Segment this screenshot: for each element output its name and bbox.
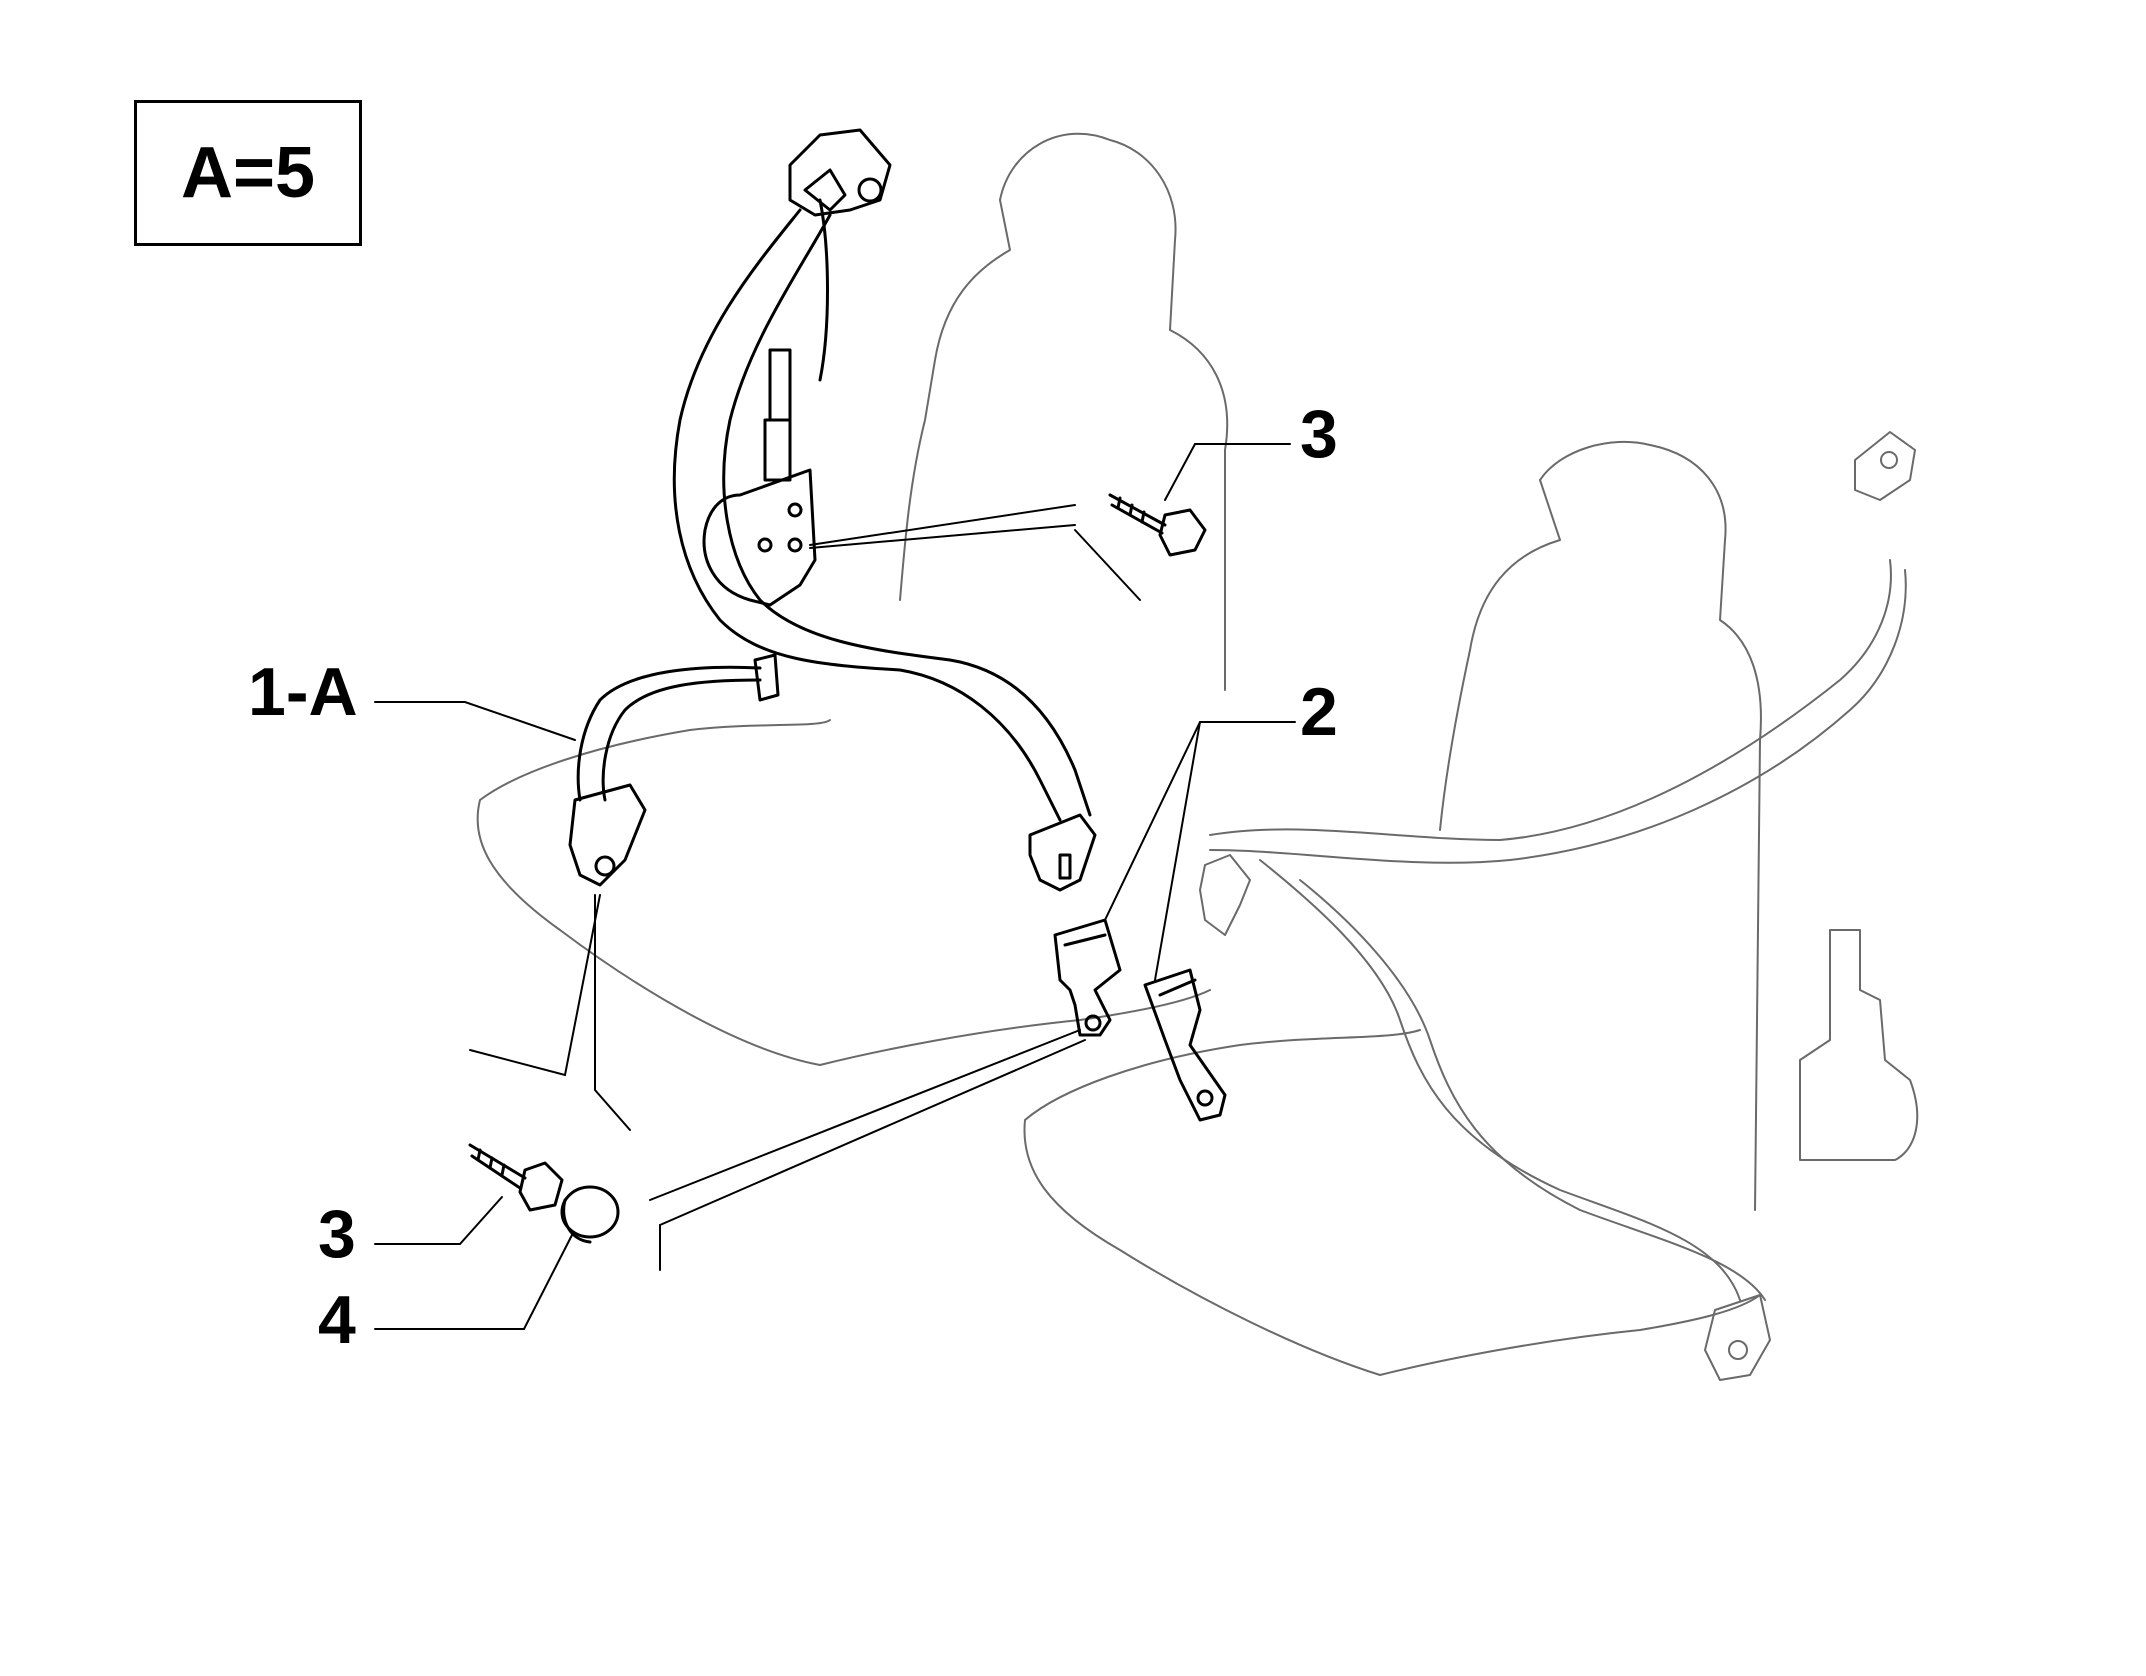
lap-belt-b [601,678,762,802]
variant-box: A=5 [134,100,362,246]
buckle-right [1143,968,1227,1122]
callout-cap: 4 [318,1282,356,1358]
right-anchor-top [1854,431,1916,501]
right-retractor [1799,929,1919,1161]
bolt-upper [1108,493,1207,557]
left-seat-backrest [999,132,1229,691]
upper-anchor [788,128,892,217]
lap-belt [576,665,762,802]
buckle-left [1053,918,1122,1037]
shoulder-belt-b [722,213,1092,817]
right-belt-lap-b [1299,879,1766,1301]
cap [560,1185,620,1239]
right-belt-lap [1259,859,1741,1301]
leader-3-upper [809,443,1291,549]
leader-bottom-left [469,894,1086,1226]
retractor [702,468,817,607]
right-seat-backrest [1539,441,1762,1211]
bolt-lower [468,1143,564,1212]
right-seat-cushion [1023,1029,1761,1376]
right-tongue [1199,854,1251,936]
leader-2 [1104,721,1296,981]
left-seat-backrest-inner [899,199,1011,601]
retractor-strap [763,348,792,482]
tongue-plate [1028,813,1097,892]
shoulder-belt [672,208,1062,822]
shoulder-belt-rear [818,198,829,382]
callout-bolt-upper: 3 [1300,396,1338,472]
leader-4 [374,1234,573,1330]
right-anchor-bottom [1704,1294,1771,1381]
tongue-slot [1058,853,1072,880]
variant-box-label: A=5 [180,133,316,213]
lap-belt-stopper [753,653,780,702]
left-seat-cushion [476,719,1211,1066]
callout-belt-assembly: 1-A [248,654,358,730]
right-belt-shoulder-b [1209,569,1907,864]
right-seat-backrest-inner [1439,479,1561,831]
callout-bolt-lower: 3 [318,1196,356,1272]
leader-1A [374,701,576,741]
leader-3-lower [374,1196,503,1245]
upper-anchor-slot [803,168,847,212]
right-belt-shoulder [1209,559,1892,841]
callout-buckle: 2 [1300,674,1338,750]
